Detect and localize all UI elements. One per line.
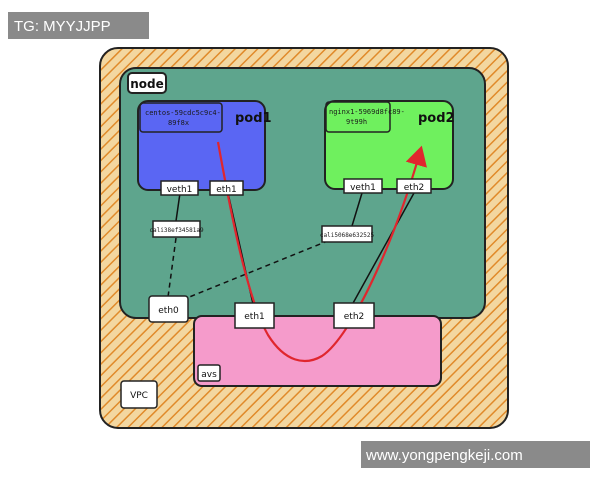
pod1-veth-to-cali-line (175, 192, 181, 222)
vpc-label: VPC (130, 391, 148, 401)
avs-eth1-box: eth1 (234, 302, 275, 329)
avs-box: avs (193, 315, 442, 387)
pod1-label: pod1 (235, 111, 272, 126)
pod2-eth-label: eth2 (404, 183, 425, 193)
pod1-container-name-line2: 89f8x (168, 119, 189, 127)
watermark-top-text: TG: MYYJJPP (14, 18, 111, 35)
pod1-box: centos-59cdc5c9c4- 89f8x pod1 (137, 100, 272, 191)
vpc-label-box: VPC (120, 380, 158, 409)
avs-label: avs (201, 370, 217, 380)
node-eth0-box: eth0 (148, 295, 189, 323)
pod1-eth-box: eth1 (209, 180, 244, 196)
avs-eth2-label: eth2 (344, 312, 365, 322)
node-eth0-label: eth0 (158, 306, 179, 316)
pod2-veth-label: veth1 (350, 183, 376, 193)
pod2-container-name-line2: 9t99h (346, 118, 367, 126)
pod2-container-name-line1: nginx1-5969d8fc89- (329, 108, 405, 116)
pod1-veth-box: veth1 (160, 180, 199, 196)
avs-eth2-box: eth2 (333, 302, 375, 329)
cali-left-to-eth0-line (167, 237, 177, 298)
pod2-box: nginx1-5969d8fc89- 9t99h pod2 (324, 100, 455, 190)
watermark-bottom-text: www.yongpengkeji.com (365, 447, 523, 464)
pod1-container-box (139, 102, 223, 133)
pod1-eth-label: eth1 (216, 185, 237, 195)
pod1-container-name-line1: centos-59cdc5c9c4- (145, 109, 221, 117)
pod1-veth-label: veth1 (167, 185, 193, 195)
cali-left-box: cali38ef34581a9 (149, 220, 204, 238)
node-label-box: node (127, 72, 167, 94)
cali-left-label: cali38ef34581a9 (149, 227, 204, 234)
watermark-bottom: www.yongpengkeji.com (361, 441, 590, 468)
pod2-label: pod2 (418, 111, 455, 126)
pod2-veth-box: veth1 (343, 178, 383, 194)
traffic-flow-arrow (216, 141, 427, 363)
watermark-top: TG: MYYJJPP (8, 12, 149, 39)
node-label: node (130, 77, 164, 91)
cali-right-label: cali5068e632525 (320, 232, 375, 239)
pod2-veth-to-cali-line (351, 192, 363, 227)
cali-right-box: cali5068e632525 (320, 225, 375, 243)
pod2-eth-box: eth2 (396, 178, 432, 194)
pod2-eth2-to-avs-line (351, 192, 415, 306)
pod2-container-box (325, 101, 391, 133)
avs-eth1-label: eth1 (244, 312, 265, 322)
